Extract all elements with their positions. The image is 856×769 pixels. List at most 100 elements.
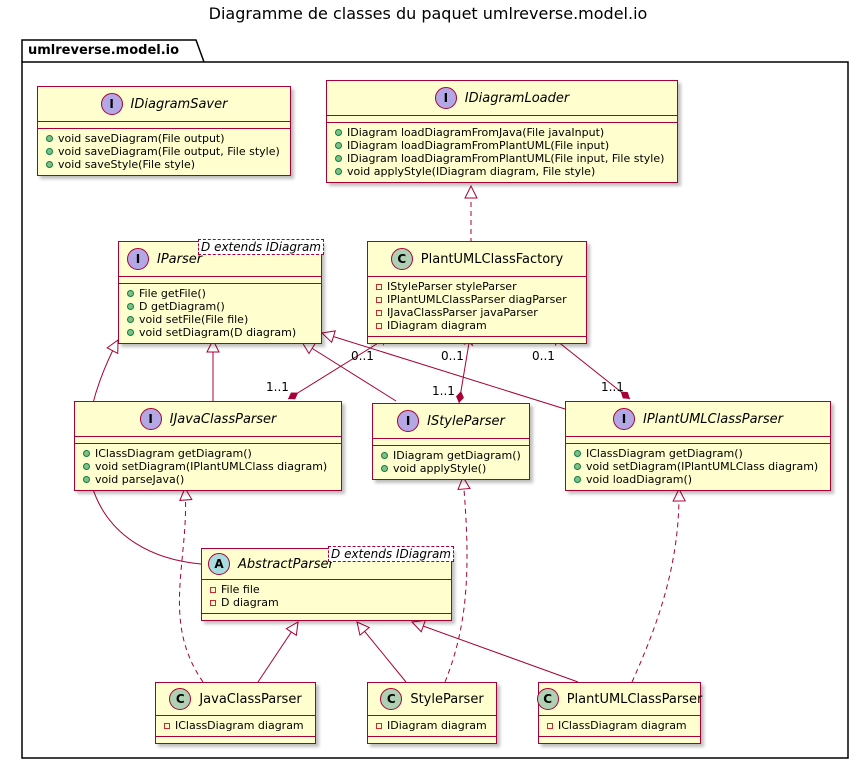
- class-icon: C: [536, 688, 559, 710]
- interface-icon: I: [434, 87, 457, 109]
- abstract-icon: A: [208, 553, 230, 575]
- method: IDiagram getDiagram(): [381, 449, 523, 462]
- method: IDiagram loadDiagramFromPlantUML(File in…: [335, 152, 671, 165]
- public-icon: [83, 463, 90, 470]
- class-istyleparser[interactable]: I IStyleParser IDiagram getDiagram() voi…: [372, 403, 530, 480]
- public-icon: [574, 450, 581, 457]
- public-icon: [83, 476, 90, 483]
- field: IClassDiagram diagram: [164, 719, 309, 732]
- class-iplantumlclassparser[interactable]: I IPlantUMLClassParser IClassDiagram get…: [565, 401, 831, 491]
- public-icon: [335, 142, 342, 149]
- private-icon: [164, 722, 170, 729]
- edge-javaclassparser-realizes: [179, 488, 204, 683]
- class-icon: C: [380, 688, 403, 710]
- method: void setDiagram(IPlantUMLClass diagram): [83, 460, 335, 473]
- edge-javaparser-composition: [287, 336, 389, 400]
- class-name: IStyleParser: [427, 413, 505, 429]
- public-icon: [574, 463, 581, 470]
- public-icon: [335, 155, 342, 162]
- field: File file: [210, 583, 445, 596]
- private-icon: [376, 322, 382, 329]
- class-javaclassparser[interactable]: C JavaClassParser IClassDiagram diagram: [155, 682, 316, 744]
- multiplicity-label: 1..1: [601, 380, 624, 394]
- method: void saveDiagram(File output, File style…: [46, 145, 284, 158]
- public-icon: [381, 452, 388, 459]
- interface-icon: I: [100, 93, 123, 115]
- method: void setDiagram(IPlantUMLClass diagram): [574, 460, 824, 473]
- method: IClassDiagram getDiagram(): [574, 447, 824, 460]
- class-ijavaclassparser[interactable]: I IJavaClassParser IClassDiagram getDiag…: [74, 401, 342, 491]
- private-icon: [376, 309, 382, 316]
- method: void parseJava(): [83, 473, 335, 486]
- public-icon: [127, 316, 134, 323]
- field: IStyleParser styleParser: [376, 280, 580, 293]
- private-icon: [547, 722, 553, 729]
- method: void saveStyle(File style): [46, 158, 284, 171]
- public-icon: [127, 290, 134, 297]
- method: void loadDiagram(): [574, 473, 824, 486]
- edge-abstract-realizes-iparser: [86, 340, 202, 565]
- field: IDiagram diagram: [376, 319, 580, 332]
- field: IPlantUMLClassParser diagParser: [376, 293, 580, 306]
- method: IDiagram loadDiagramFromJava(File javaIn…: [335, 126, 671, 139]
- field: IJavaClassParser javaParser: [376, 306, 580, 319]
- class-icon: C: [169, 688, 192, 710]
- edge-style-extends-abstract: [357, 622, 407, 683]
- interface-icon: I: [139, 408, 162, 430]
- diagram-title: Diagramme de classes du paquet umlrevers…: [208, 4, 648, 23]
- class-name: JavaClassParser: [199, 691, 302, 707]
- class-idiagramloader[interactable]: I IDiagramLoader IDiagram loadDiagramFro…: [326, 80, 678, 183]
- class-name: PlantUMLClassParser: [566, 691, 703, 707]
- public-icon: [574, 476, 581, 483]
- public-icon: [335, 129, 342, 136]
- edge-java-extends-abstract: [257, 622, 298, 683]
- field: D diagram: [210, 596, 445, 609]
- multiplicity-label: 0..1: [532, 349, 555, 363]
- class-icon: C: [390, 248, 413, 270]
- class-name: AbstractParser: [238, 556, 334, 572]
- class-name: PlantUMLClassFactory: [420, 251, 564, 267]
- private-icon: [210, 599, 216, 606]
- class-idiagramsaver[interactable]: I IDiagramSaver void saveDiagram(File ou…: [37, 86, 291, 176]
- class-name: IDiagramSaver: [130, 96, 228, 112]
- class-plantumlclassparser[interactable]: C PlantUMLClassParser IClassDiagram diag…: [536, 682, 703, 744]
- method: IDiagram loadDiagramFromPlantUML(File in…: [335, 139, 671, 152]
- class-name: IJavaClassParser: [169, 411, 277, 427]
- multiplicity-label: 1..1: [266, 380, 289, 394]
- field: IDiagram diagram: [376, 719, 490, 732]
- class-name: IDiagramLoader: [464, 90, 570, 106]
- interface-icon: I: [397, 410, 420, 432]
- class-styleparser[interactable]: C StyleParser IDiagram diagram: [367, 682, 497, 744]
- class-name: StyleParser: [410, 691, 484, 707]
- multiplicity-label: 0..1: [351, 349, 374, 363]
- interface-icon: I: [612, 408, 635, 430]
- public-icon: [46, 148, 53, 155]
- package-name: umlreverse.model.io: [28, 43, 180, 58]
- method: void applyStyle(): [381, 462, 523, 475]
- method: void setDiagram(D diagram): [127, 326, 315, 339]
- private-icon: [376, 296, 382, 303]
- private-icon: [210, 586, 216, 593]
- method: D getDiagram(): [127, 300, 315, 313]
- public-icon: [83, 450, 90, 457]
- edge-plantclassparser-realizes: [631, 489, 679, 683]
- edge-plantparser-composition: [551, 336, 631, 400]
- type-parameter: D extends IDiagram: [328, 546, 454, 562]
- field: IClassDiagram diagram: [547, 719, 694, 732]
- private-icon: [376, 722, 382, 729]
- public-icon: [46, 161, 53, 168]
- type-parameter: D extends IDiagram: [198, 239, 324, 255]
- public-icon: [46, 135, 53, 142]
- class-abstractparser[interactable]: A AbstractParser D extends IDiagram File…: [201, 546, 454, 621]
- method: void saveDiagram(File output): [46, 132, 284, 145]
- public-icon: [127, 329, 134, 336]
- class-name: IPlantUMLClassParser: [642, 411, 784, 427]
- method: void setFile(File file): [127, 313, 315, 326]
- class-name: IParser: [157, 251, 203, 267]
- edge-plant-extends-abstract: [412, 622, 579, 683]
- method: void applyStyle(IDiagram diagram, File s…: [335, 165, 671, 178]
- public-icon: [335, 168, 342, 175]
- class-iparser[interactable]: I IParser D extends IDiagram File getFil…: [118, 239, 324, 344]
- public-icon: [381, 465, 388, 472]
- class-plantumlclassfactory[interactable]: C PlantUMLClassFactory IStyleParser styl…: [367, 241, 587, 344]
